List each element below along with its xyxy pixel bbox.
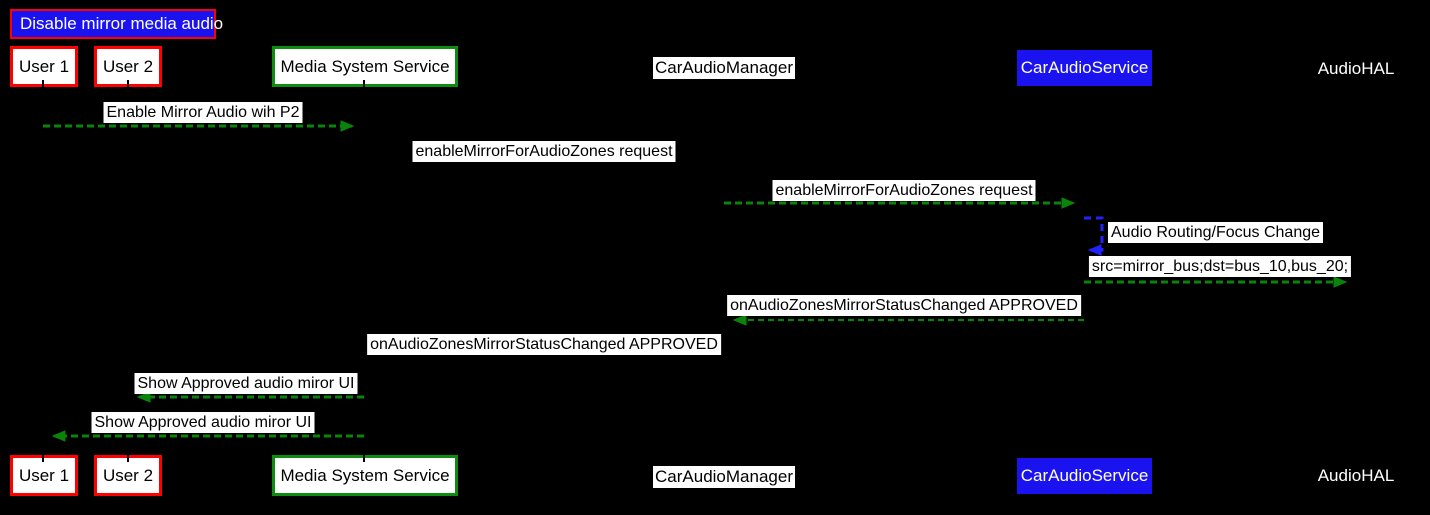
participant-car-audio-service-top: CarAudioService (1017, 50, 1152, 86)
participant-audio-hal-bottom: AudioHAL (1317, 466, 1395, 485)
lifeline-ticks (42, 80, 365, 462)
message-label-show-approved-ui-user2: Show Approved audio miror UI (134, 373, 358, 394)
arrow-audio-routing-self-loop (1084, 216, 1104, 256)
participant-car-audio-manager-bottom: CarAudioManager (653, 466, 795, 488)
diagram-title-badge: Disable mirror media audio (10, 9, 223, 39)
message-label-enable-mirror-zones-request-2: enableMirrorForAudioZones request (772, 180, 1036, 201)
message-label-src-mirror-bus: src=mirror_bus;dst=bus_10,bus_20; (1088, 256, 1352, 277)
message-label-status-changed-approved-2: onAudioZonesMirrorStatusChanged APPROVED (367, 334, 721, 355)
participant-audio-hal-top: AudioHAL (1317, 59, 1395, 78)
message-label-show-approved-ui-user1: Show Approved audio miror UI (91, 412, 315, 433)
message-label-status-changed-approved-1: onAudioZonesMirrorStatusChanged APPROVED (727, 295, 1081, 316)
participant-car-audio-manager-top: CarAudioManager (653, 57, 795, 79)
message-label-enable-mirror-audio: Enable Mirror Audio wih P2 (103, 102, 303, 123)
participant-car-audio-service-bottom: CarAudioService (1017, 458, 1152, 494)
message-label-enable-mirror-zones-request-1: enableMirrorForAudioZones request (412, 141, 676, 162)
message-label-audio-routing-focus-change: Audio Routing/Focus Change (1108, 222, 1324, 243)
